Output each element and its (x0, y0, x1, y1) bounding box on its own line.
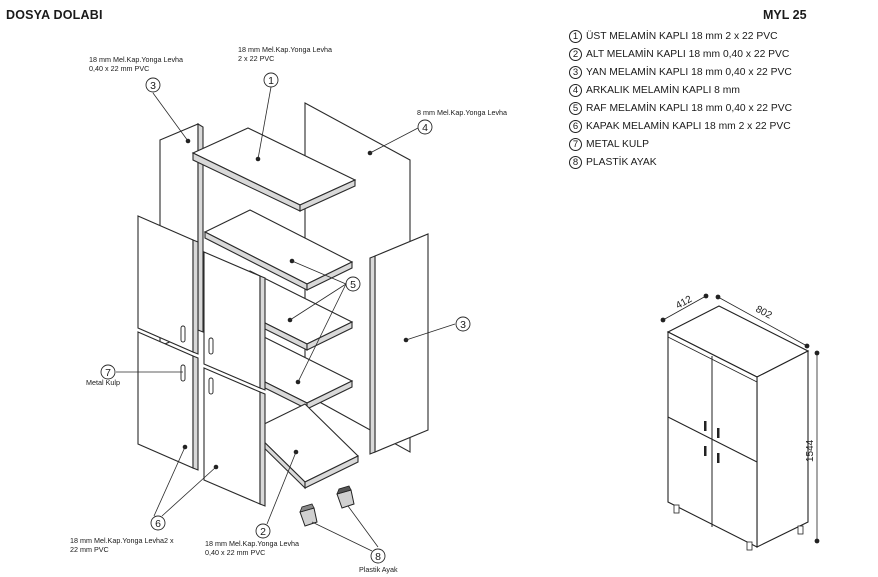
svg-text:2: 2 (260, 526, 266, 538)
callout-3-right: 3 (455, 316, 471, 332)
note-door-line1: 18 mm Mel.Kap.Yonga Levha2 x (70, 536, 174, 545)
callout-8: 8 (370, 548, 386, 564)
legend-number: 8 (569, 155, 582, 169)
drawing-title: DOSYA DOLABI (6, 8, 103, 22)
svg-text:412: 412 (674, 294, 694, 312)
callout-3-left: 3 (145, 77, 161, 93)
svg-text:6: 6 (155, 518, 161, 530)
callout-5: 5 (345, 276, 361, 292)
dimension-height: 1544 (805, 350, 820, 544)
svg-text:1544: 1544 (805, 439, 816, 462)
legend-item: 5 RAF MELAMİN KAPLI 18 mm 0,40 x 22 PVC (569, 99, 792, 117)
door-lower-right (203, 367, 266, 507)
legend-text: METAL KULP (586, 138, 649, 150)
svg-text:7: 7 (105, 367, 111, 379)
leader-lines (116, 86, 456, 552)
model-code: MYL 25 (763, 8, 807, 22)
svg-text:802: 802 (754, 304, 774, 322)
svg-text:8: 8 (375, 551, 381, 563)
bottom-panel (251, 403, 359, 490)
legend-number: 2 (569, 47, 582, 61)
legend-text: RAF MELAMİN KAPLI 18 mm 0,40 x 22 PVC (586, 102, 793, 114)
legend-item: 6 KAPAK MELAMİN KAPLI 18 mm 2 x 22 PVC (569, 117, 792, 135)
note-bottom-line2: 0,40 x 22 mm PVC (205, 548, 265, 557)
callout-1: 1 (263, 72, 279, 88)
door-lower-left (137, 331, 199, 471)
note-bottom-line1: 18 mm Mel.Kap.Yonga Levha (205, 539, 299, 548)
callout-2: 2 (255, 523, 271, 539)
legend-text: ALT MELAMİN KAPLI 18 mm 0,40 x 22 PVC (586, 48, 790, 60)
note-top-line2: 2 x 22 PVC (238, 54, 274, 63)
legend-number: 1 (569, 29, 582, 43)
svg-text:5: 5 (350, 279, 356, 291)
door-upper-right (203, 251, 266, 391)
callout-7: 7 (100, 364, 116, 380)
legend-item: 3 YAN MELAMİN KAPLI 18 mm 0,40 x 22 PVC (569, 63, 792, 81)
legend-number: 3 (569, 65, 582, 79)
legend-text: YAN MELAMİN KAPLI 18 mm 0,40 x 22 PVC (586, 66, 792, 78)
note-side-left-line2: 0,40 x 22 mm PVC (89, 64, 149, 73)
callout-4: 4 (417, 119, 433, 135)
legend-item: 4 ARKALIK MELAMİN KAPLI 8 mm (569, 81, 792, 99)
legend-number: 5 (569, 101, 582, 115)
svg-text:1: 1 (268, 75, 274, 87)
note-top-line1: 18 mm Mel.Kap.Yonga Levha (238, 45, 332, 54)
legend-item: 7 METAL KULP (569, 135, 792, 153)
plastic-foot-left (299, 503, 318, 527)
note-feet: Plastik Ayak (359, 565, 398, 574)
svg-text:3: 3 (150, 80, 156, 92)
callout-6: 6 (150, 515, 166, 531)
legend-number: 7 (569, 137, 582, 151)
door-upper-left (137, 215, 199, 355)
svg-text:4: 4 (422, 122, 428, 134)
assembled-cabinet (666, 305, 810, 551)
note-door-line2: 22 mm PVC (70, 545, 109, 554)
shelf-1 (203, 209, 354, 291)
legend-text: PLASTİK AYAK (586, 156, 657, 168)
plastic-foot-right (336, 485, 355, 509)
legend-text: ÜST MELAMİN KAPLI 18 mm 2 x 22 PVC (586, 30, 778, 42)
svg-text:3: 3 (460, 319, 466, 331)
legend-text: ARKALIK MELAMİN KAPLI 8 mm (586, 84, 740, 96)
legend-item: 2 ALT MELAMİN KAPLI 18 mm 0,40 x 22 PVC (569, 45, 792, 63)
legend-number: 4 (569, 83, 582, 97)
parts-legend: 1 ÜST MELAMİN KAPLI 18 mm 2 x 22 PVC 2 ALT… (569, 27, 792, 171)
note-back-panel: 8 mm Mel.Kap.Yonga Levha (417, 108, 507, 117)
legend-item: 1 ÜST MELAMİN KAPLI 18 mm 2 x 22 PVC (569, 27, 792, 45)
legend-item: 8 PLASTİK AYAK (569, 153, 792, 171)
legend-text: KAPAK MELAMİN KAPLI 18 mm 2 x 22 PVC (586, 120, 791, 132)
legend-number: 6 (569, 119, 582, 133)
top-panel (191, 127, 357, 212)
note-handle: Metal Kulp (86, 378, 120, 387)
right-side-panel (369, 233, 429, 455)
note-side-left-line1: 18 mm Mel.Kap.Yonga Levha (89, 55, 183, 64)
